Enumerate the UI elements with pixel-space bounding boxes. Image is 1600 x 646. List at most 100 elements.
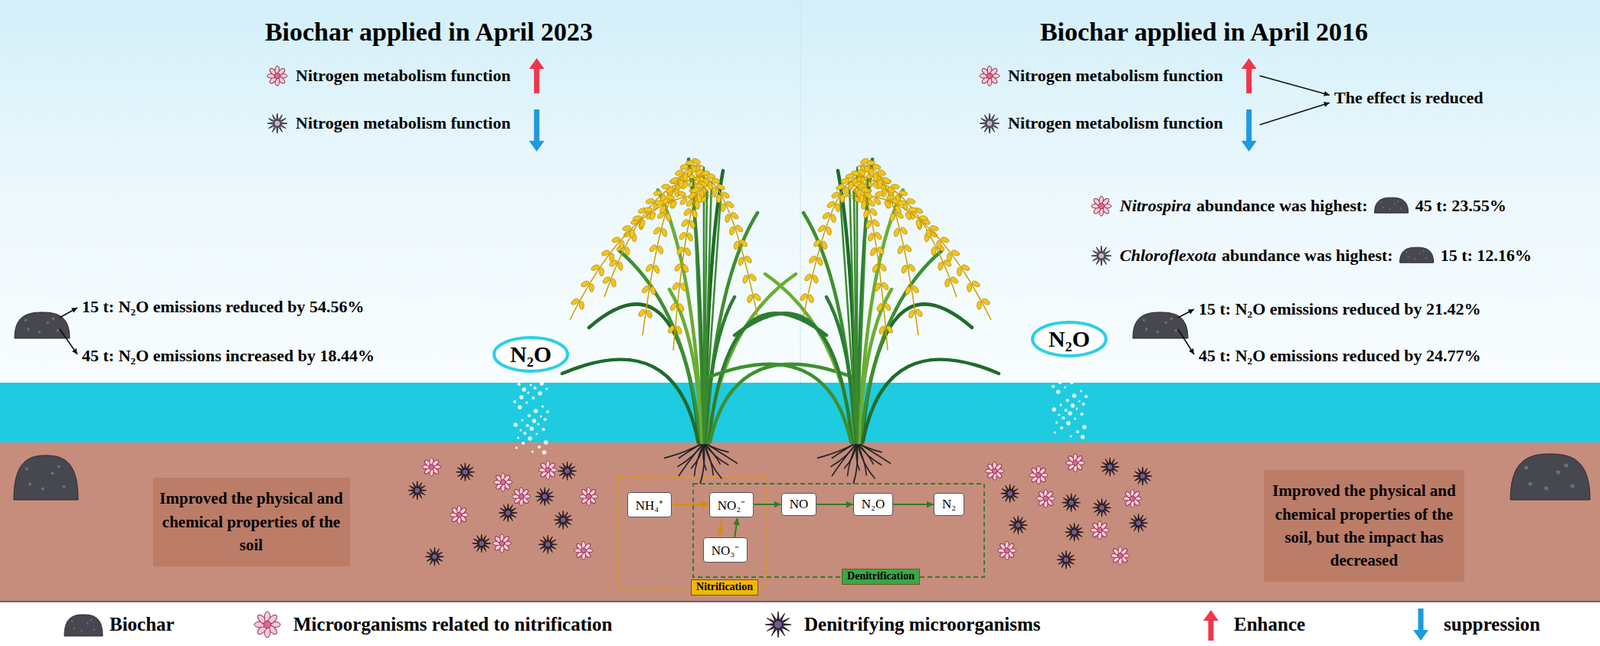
center bbox=[1098, 252, 1105, 259]
grain bbox=[590, 264, 601, 272]
denitrifier-icon bbox=[553, 510, 573, 530]
pile-body bbox=[13, 455, 79, 501]
species-box: NO bbox=[781, 493, 818, 517]
spike bbox=[507, 503, 509, 511]
panicle-axis bbox=[693, 176, 758, 317]
note-box: Improved the physical and chemical prope… bbox=[153, 477, 351, 567]
pile-texture bbox=[93, 628, 96, 632]
legend-item: Microorganisms related to nitrification bbox=[247, 605, 612, 645]
emission-sparkle bbox=[1070, 403, 1075, 408]
emission-sparkle bbox=[543, 418, 547, 422]
grain bbox=[873, 282, 882, 292]
emission-sparkle bbox=[517, 382, 521, 387]
legend-text: suppression bbox=[1443, 614, 1541, 636]
legend-text: Biochar bbox=[109, 614, 175, 636]
node-text: NO bbox=[789, 497, 809, 512]
grain bbox=[668, 199, 678, 210]
grain bbox=[648, 211, 657, 221]
nitrifier-icon bbox=[985, 461, 1005, 481]
spike bbox=[1017, 527, 1019, 535]
spike bbox=[408, 490, 416, 492]
center bbox=[991, 468, 998, 475]
grain bbox=[600, 248, 610, 257]
grain bbox=[653, 189, 663, 197]
rice-plant bbox=[562, 157, 854, 485]
panel-title: Biochar applied in April 2016 bbox=[1040, 16, 1368, 49]
grain bbox=[675, 245, 685, 256]
grain bbox=[637, 308, 647, 318]
pile-texture bbox=[55, 329, 59, 333]
emission-sparkle bbox=[1057, 379, 1062, 384]
center bbox=[431, 553, 439, 560]
nitrifier-icon bbox=[1036, 489, 1055, 508]
spike bbox=[276, 126, 279, 134]
legend-swatch bbox=[1397, 607, 1438, 643]
annotation: Nitrogen metabolism function bbox=[295, 65, 511, 86]
nitrifier-icon bbox=[422, 458, 441, 477]
leaf bbox=[862, 359, 999, 443]
grain bbox=[816, 256, 824, 266]
center bbox=[478, 540, 485, 547]
node-text: NO₃⁻ bbox=[711, 543, 740, 559]
spike bbox=[433, 559, 436, 567]
stem bbox=[703, 182, 712, 443]
center bbox=[1068, 500, 1075, 507]
root bbox=[703, 442, 714, 476]
grain bbox=[835, 183, 846, 191]
legend-text: Enhance bbox=[1233, 614, 1306, 636]
spike bbox=[1076, 531, 1084, 534]
spike bbox=[1141, 467, 1144, 475]
pile-texture bbox=[1413, 258, 1416, 260]
root bbox=[857, 442, 867, 476]
emission-sparkle bbox=[521, 441, 525, 445]
spike bbox=[1008, 524, 1016, 527]
emission-sparkle bbox=[526, 424, 530, 428]
legend-item: Biochar bbox=[63, 605, 175, 645]
spike bbox=[419, 490, 427, 492]
grain bbox=[677, 190, 687, 198]
stem bbox=[849, 182, 858, 443]
center bbox=[1098, 203, 1104, 210]
center bbox=[1135, 520, 1142, 527]
emission-sparkle bbox=[1057, 414, 1061, 417]
spike bbox=[416, 493, 419, 501]
spike bbox=[992, 122, 1000, 125]
emission-sparkle bbox=[1062, 362, 1067, 367]
emission-sparkle bbox=[1071, 371, 1075, 375]
grain bbox=[877, 179, 883, 189]
denitrifier-icon bbox=[1001, 484, 1020, 504]
grain bbox=[871, 163, 881, 171]
legend-swatch bbox=[758, 607, 799, 643]
grain bbox=[679, 163, 689, 171]
reaction-arrow bbox=[816, 503, 853, 506]
grain bbox=[860, 200, 868, 210]
pile-texture bbox=[25, 467, 29, 471]
grain bbox=[946, 253, 953, 263]
spike bbox=[507, 515, 509, 523]
spike bbox=[1012, 493, 1020, 495]
pile-texture bbox=[52, 317, 56, 321]
leaf bbox=[619, 251, 701, 443]
grain bbox=[840, 177, 850, 185]
grain bbox=[654, 200, 664, 206]
grain bbox=[598, 267, 605, 276]
spike bbox=[1073, 502, 1081, 504]
grain bbox=[752, 292, 763, 302]
spike bbox=[437, 556, 445, 558]
emission-sparkle bbox=[1068, 369, 1071, 372]
emission-sparkle bbox=[532, 418, 537, 423]
pile-texture bbox=[1145, 327, 1149, 331]
pile-texture bbox=[1164, 321, 1168, 325]
grain bbox=[885, 324, 894, 334]
annotation: abundance was highest: bbox=[1196, 196, 1368, 216]
nitrifier-icon bbox=[1029, 466, 1048, 485]
emission-sparkle bbox=[1076, 430, 1080, 434]
species-box: NH₄⁺ bbox=[627, 492, 672, 518]
grain bbox=[746, 294, 754, 304]
legend-rule bbox=[0, 601, 1600, 603]
pile-texture bbox=[50, 471, 54, 475]
annotation: 15 t: 12.16% bbox=[1440, 245, 1532, 266]
spike bbox=[1104, 507, 1112, 509]
leader-line bbox=[1259, 75, 1330, 95]
grain bbox=[896, 245, 904, 255]
